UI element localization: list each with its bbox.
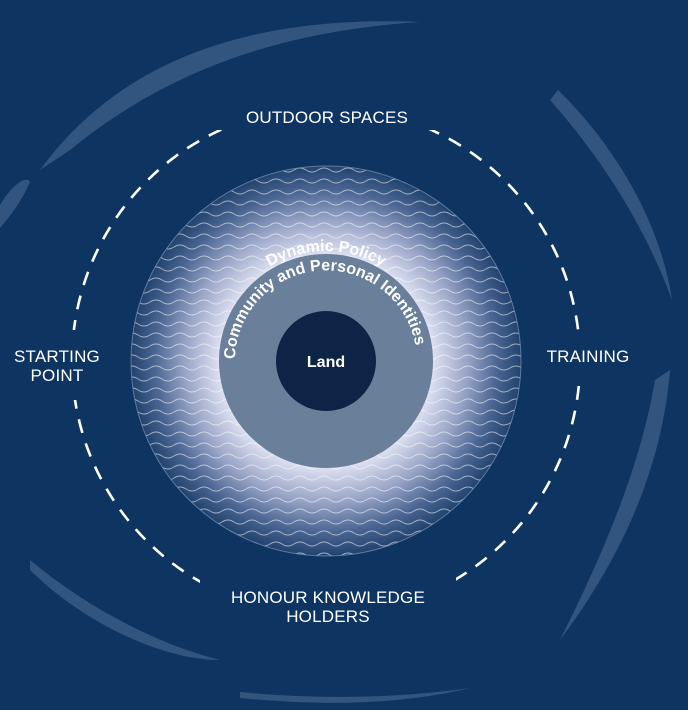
wave-line [131,233,521,239]
label-starting-point: STARTING POINT [14,347,100,385]
brush-stroke-bottom [240,688,470,703]
wave-line [131,244,521,250]
wave-line [131,475,521,481]
wave-line [131,486,521,492]
brush-stroke-right-lower [560,370,670,640]
label-outdoor-spaces: OUTDOOR SPACES [245,108,409,127]
center-label: Land [307,354,345,371]
label-training: TRAINING [546,347,630,366]
brush-stroke-left [0,179,30,228]
brush-stroke-right [550,90,672,300]
label-honour-knowledge-holders: HONOUR KNOWLEDGE HOLDERS [231,588,425,626]
label-gaps [0,100,646,636]
brush-strokes [0,21,672,703]
center-circle-land [276,311,376,411]
brush-stroke-top [40,21,420,170]
brush-stroke-bottom-left [30,560,220,660]
outer-ring-border [130,165,522,557]
